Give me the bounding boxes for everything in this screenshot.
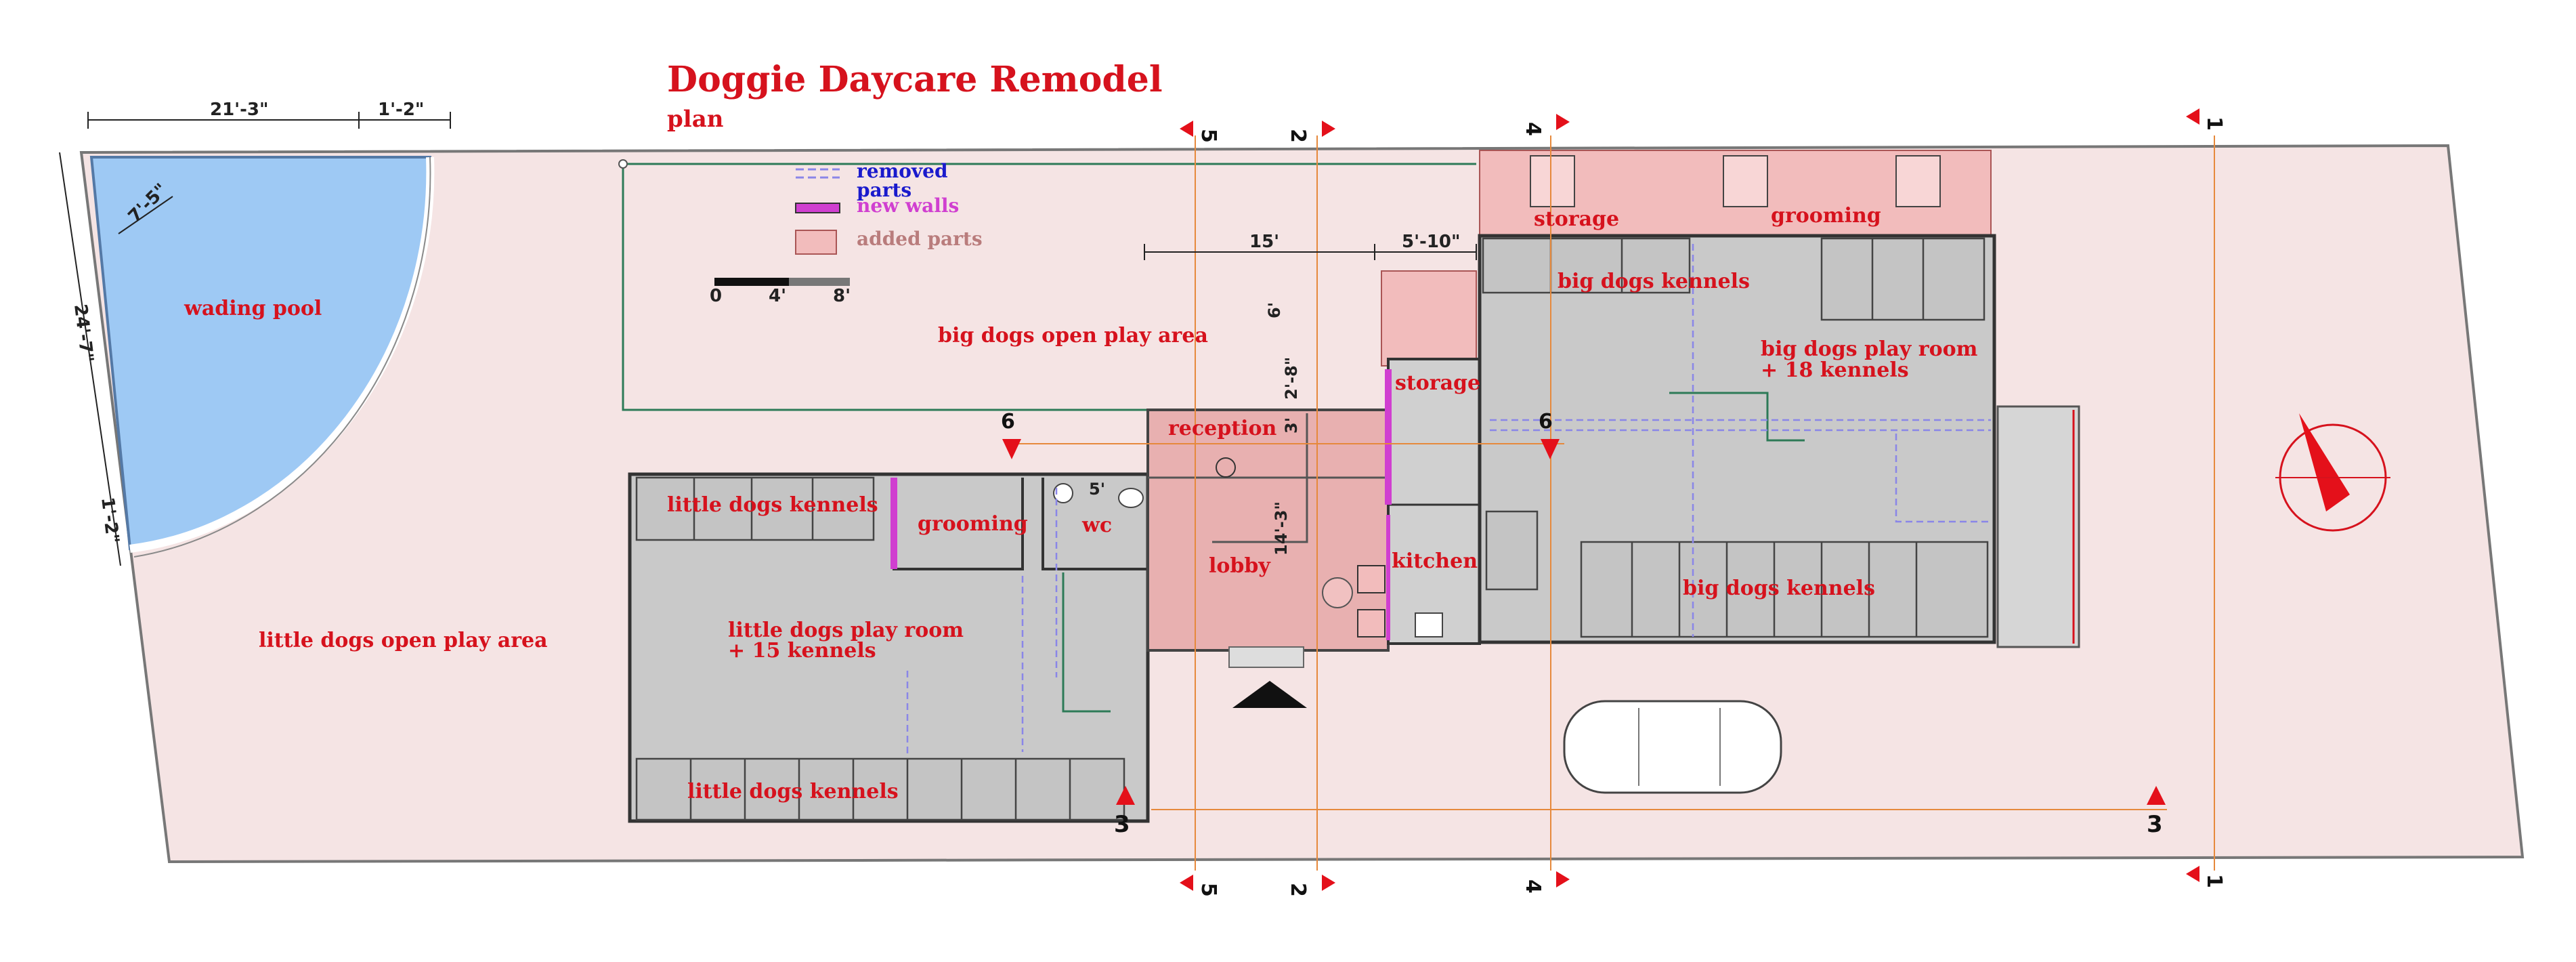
- dim-wc-5: 5': [1089, 480, 1105, 499]
- dim-3: 3': [1282, 417, 1301, 434]
- label-big-playroom-1: big dogs play room: [1761, 337, 1978, 361]
- utility-column: [1357, 358, 1481, 645]
- section-mark-6-left: 6: [1001, 410, 1015, 434]
- section-mark-4-top: 4: [1521, 122, 1545, 136]
- section-mark-1-top: 1: [2202, 117, 2226, 131]
- section-mark-3-right: 3: [2147, 811, 2163, 838]
- page-subtitle: plan: [667, 106, 723, 133]
- scale-label-8: 8': [833, 286, 851, 306]
- label-grooming-left: grooming: [918, 512, 1028, 536]
- dim-6: 6': [1265, 302, 1284, 318]
- label-wading-pool: wading pool: [184, 297, 322, 320]
- wading-pool: [89, 156, 435, 558]
- dim-left-b: 1'-2": [97, 496, 123, 545]
- label-grooming-top: grooming: [1771, 204, 1881, 228]
- entrance-arrow: [1232, 681, 1307, 708]
- scale-label-0: 0: [710, 286, 722, 306]
- dimension-lines: [59, 112, 1477, 566]
- skylights: [1530, 155, 1941, 207]
- label-little-open-area: little dogs open play area: [259, 629, 548, 652]
- label-big-playroom-2: + 18 kennels: [1761, 358, 1909, 382]
- label-big-open-area: big dogs open play area: [938, 324, 1208, 348]
- section-mark-4-bottom: 4: [1521, 879, 1545, 894]
- big-dogs-area-fence: [622, 163, 1476, 411]
- label-storage-small: storage: [1395, 371, 1480, 395]
- section-markers: [1002, 108, 2199, 891]
- label-kitchen: kitchen: [1392, 549, 1478, 573]
- label-little-playroom-1: little dogs play room: [728, 619, 964, 642]
- label-reception: reception: [1168, 417, 1276, 440]
- legend-added-parts: added parts: [857, 228, 983, 250]
- dim-5-10: 5'-10": [1402, 232, 1461, 252]
- section-gridlines: [1009, 135, 2215, 871]
- label-little-kennels-top: little dogs kennels: [667, 493, 878, 517]
- scale-bar: [714, 278, 850, 286]
- label-wc: wc: [1081, 514, 1112, 537]
- section-mark-2-top: 2: [1286, 129, 1310, 143]
- section-mark-3-left: 3: [1114, 811, 1130, 838]
- legend-removed-line2: parts: [857, 179, 911, 201]
- legend-removed-line1: removed: [857, 160, 948, 182]
- scale-label-4: 4': [769, 286, 786, 306]
- big-dogs-building: [1478, 234, 2080, 648]
- label-big-kennels-top: big dogs kennels: [1558, 270, 1750, 293]
- dim-lobby: 14'-3": [1272, 501, 1291, 556]
- label-big-kennels-bottom: big dogs kennels: [1683, 577, 1875, 600]
- section-mark-5-top: 5: [1197, 129, 1220, 143]
- section-mark-5-bottom: 5: [1197, 883, 1220, 897]
- dim-15: 15': [1249, 232, 1279, 252]
- dim-top-b: 1'-2": [378, 100, 424, 120]
- label-lobby: lobby: [1209, 554, 1271, 578]
- lobby-area: [1146, 409, 1390, 708]
- parked-car: [1563, 700, 1782, 794]
- label-little-playroom-2: + 15 kennels: [728, 639, 876, 663]
- label-little-kennels-bottom: little dogs kennels: [687, 780, 899, 803]
- section-mark-1-bottom: 1: [2202, 874, 2226, 888]
- page-title: Doggie Daycare Remodel: [667, 59, 1163, 100]
- legend-new-walls: new walls: [857, 194, 959, 217]
- little-dogs-building: [628, 472, 1150, 823]
- section-mark-2-bottom: 2: [1286, 883, 1310, 897]
- section-mark-6-right: 6: [1539, 410, 1553, 434]
- legend: [795, 168, 840, 255]
- label-storage-top: storage: [1534, 207, 1619, 231]
- north-arrow-icon: [2275, 413, 2390, 532]
- dim-top-a: 21'-3": [210, 100, 269, 120]
- dim-2-8: 2'-8": [1282, 357, 1301, 400]
- dim-left-a: 24'-7": [70, 303, 97, 364]
